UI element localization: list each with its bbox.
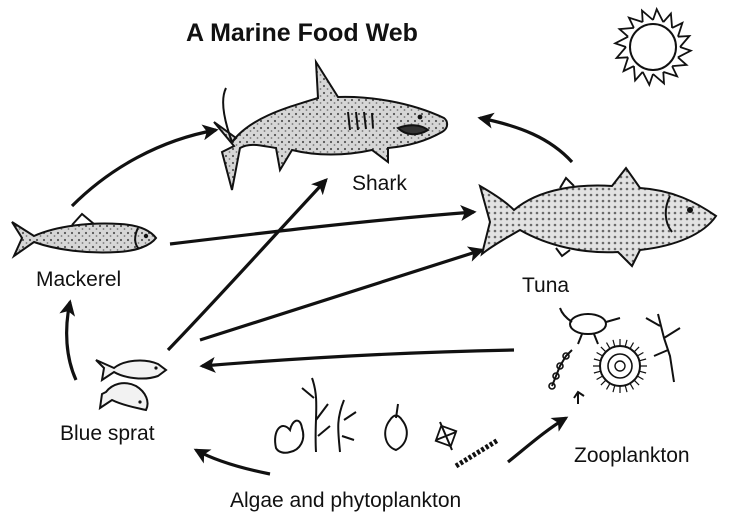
algae-icon: [275, 378, 498, 466]
blue-sprat-icon: [96, 360, 166, 410]
sun-icon: [615, 9, 691, 85]
arrow-zooplankton-to-sprat: [202, 350, 514, 366]
label-mackerel: Mackerel: [36, 268, 121, 291]
arrow-sprat-to-mackerel: [67, 302, 76, 380]
zooplankton-icon: [549, 308, 680, 404]
label-algae: Algae and phytoplankton: [230, 489, 461, 512]
arrow-algae-to-sprat: [196, 450, 270, 474]
diagram-title: A Marine Food Web: [186, 19, 418, 47]
tuna-icon: [480, 168, 716, 266]
label-shark: Shark: [352, 172, 407, 195]
label-zooplankton: Zooplankton: [574, 444, 690, 467]
arrow-algae-to-zooplankton: [508, 418, 566, 462]
shark-icon: [214, 62, 447, 190]
mackerel-icon: [12, 214, 156, 256]
label-tuna: Tuna: [522, 274, 569, 297]
label-blue-sprat: Blue sprat: [60, 422, 155, 445]
arrow-mackerel-to-tuna: [170, 212, 474, 244]
arrow-tuna-to-shark: [480, 118, 572, 162]
arrow-sprat-to-tuna: [200, 250, 482, 340]
arrow-mackerel-to-shark: [72, 130, 216, 206]
